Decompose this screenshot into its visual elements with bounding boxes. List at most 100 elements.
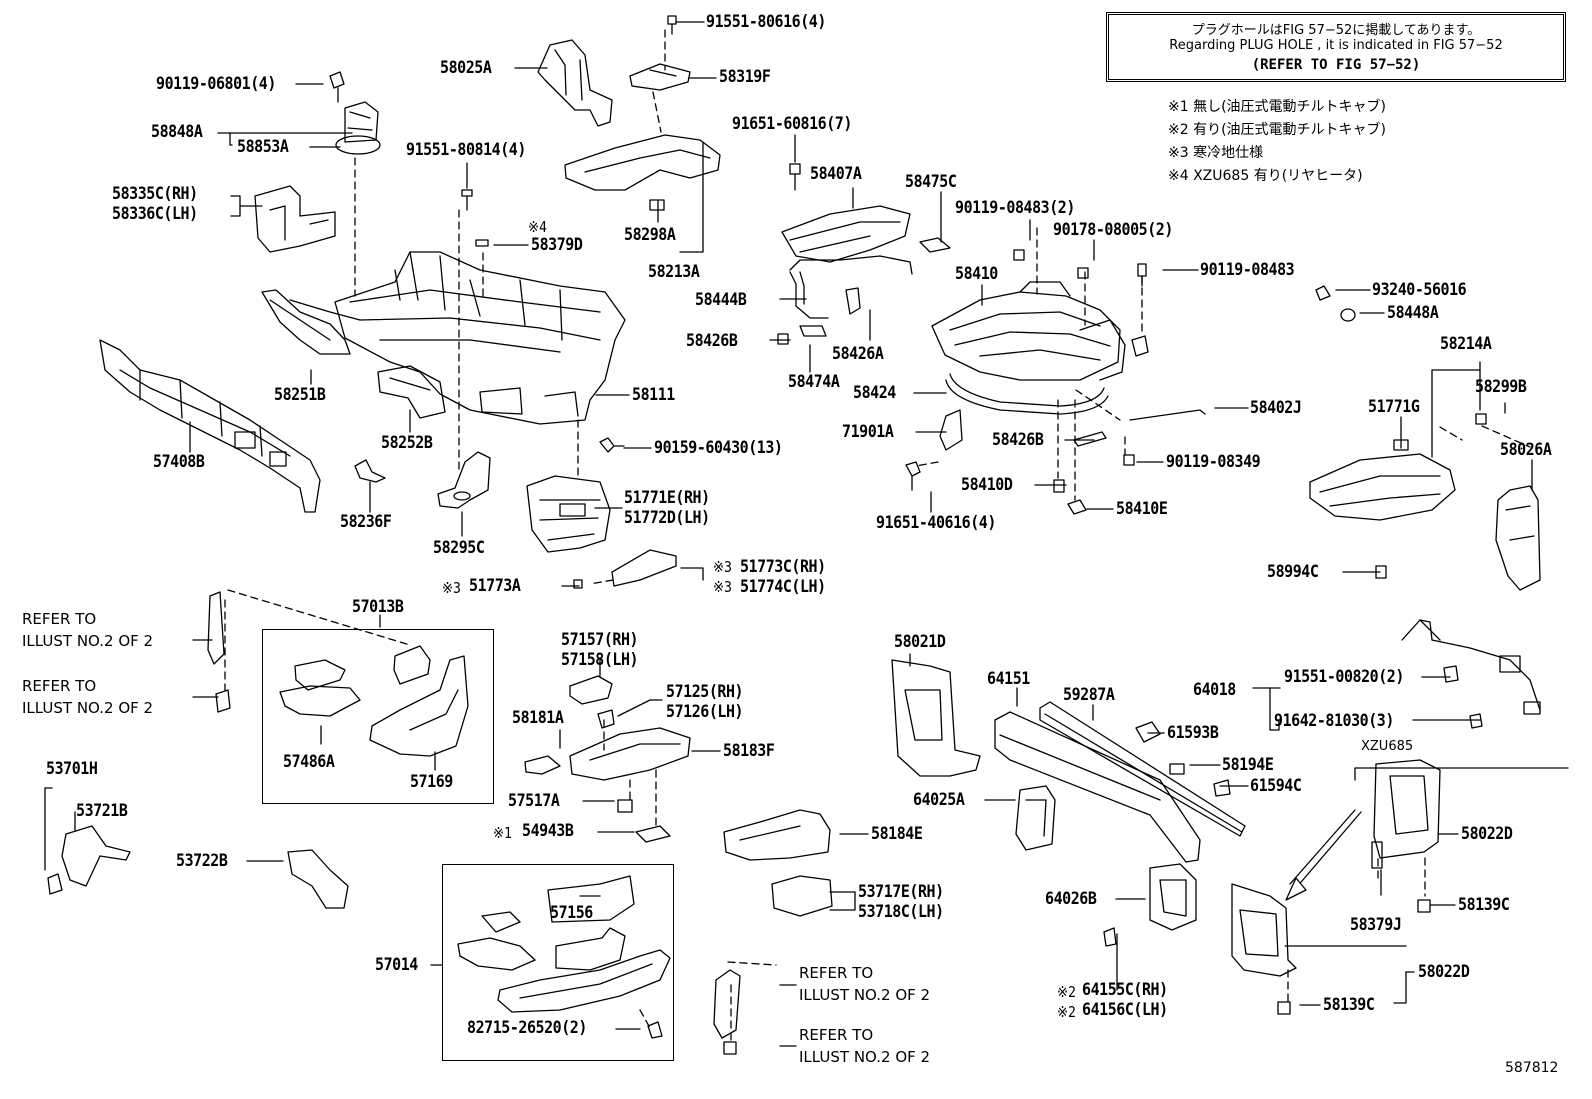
part-label[interactable]: 58295C (433, 538, 485, 558)
part-label[interactable]: 58424 (853, 383, 896, 403)
part-label[interactable]: 90119-06801(4) (156, 74, 276, 94)
part-label[interactable]: 58448A (1387, 303, 1439, 323)
part-label[interactable]: 53718C(LH) (858, 902, 944, 922)
note-box-line-1: プラグホールはFIG 57−52に掲載してあります。 (1191, 23, 1481, 38)
part-label[interactable]: 58475C (905, 172, 957, 192)
part-label[interactable]: 58379D (531, 235, 583, 255)
part-label[interactable]: 57125(RH) (666, 682, 744, 702)
part-label[interactable]: 58139C (1458, 895, 1510, 915)
part-label[interactable]: 90178-08005(2) (1053, 220, 1173, 240)
part-label[interactable]: 91651-40616(4) (876, 513, 996, 533)
part-label[interactable]: 57126(LH) (666, 702, 744, 722)
part-label[interactable]: 57486A (283, 752, 335, 772)
part-label[interactable]: 91642-81030(3) (1274, 711, 1394, 731)
part-label[interactable]: 51771E(RH) (624, 488, 710, 508)
part-label[interactable]: 58025A (440, 58, 492, 78)
part-label[interactable]: 61593B (1167, 723, 1219, 743)
part-label[interactable]: 57156 (550, 903, 593, 923)
part-label[interactable]: 58335C(RH) (112, 184, 198, 204)
footnote-marker: ※3 (442, 579, 462, 597)
part-label[interactable]: 58379J (1350, 915, 1402, 935)
part-label[interactable]: 64151 (987, 669, 1030, 689)
part-label[interactable]: 58994C (1267, 562, 1319, 582)
part-label[interactable]: 54943B (522, 821, 574, 841)
part-label[interactable]: 58402J (1250, 398, 1302, 418)
part-label[interactable]: 57517A (508, 791, 560, 811)
footnote-3: ※3 寒冷地仕様 (1168, 145, 1264, 161)
part-label[interactable]: 57158(LH) (561, 650, 639, 670)
part-label[interactable]: 58251B (274, 385, 326, 405)
part-label[interactable]: 58853A (237, 137, 289, 157)
part-label[interactable]: 58474A (788, 372, 840, 392)
footnote-marker: ※2 (1057, 983, 1077, 1001)
footnote-4: ※4 XZU685 有り(リヤヒータ) (1168, 168, 1363, 184)
part-label[interactable]: 58410D (961, 475, 1013, 495)
part-label[interactable]: 58848A (151, 122, 203, 142)
footnote-list: ※1 無し(油圧式電動チルトキャブ) ※2 有り(油圧式電動チルトキャブ) ※3… (1168, 96, 1386, 188)
part-label[interactable]: 58021D (894, 632, 946, 652)
part-label[interactable]: 58410E (1116, 499, 1168, 519)
part-label[interactable]: 57013B (352, 597, 404, 617)
part-label[interactable]: 58252B (381, 433, 433, 453)
part-label[interactable]: 57157(RH) (561, 630, 639, 650)
part-label[interactable]: 57169 (410, 772, 453, 792)
part-label[interactable]: 58410 (955, 264, 998, 284)
part-label[interactable]: 58022D (1418, 962, 1470, 982)
part-label[interactable]: 58184E (871, 824, 923, 844)
part-label[interactable]: 58022D (1461, 824, 1513, 844)
footnote-marker: ※3 (713, 578, 733, 596)
part-label[interactable]: 58181A (512, 708, 564, 728)
part-label[interactable]: 58426A (832, 344, 884, 364)
part-label[interactable]: 71901A (842, 422, 894, 442)
part-label[interactable]: 90119-08349 (1166, 452, 1261, 472)
part-label[interactable]: 58111 (632, 385, 675, 405)
part-label[interactable]: 58139C (1323, 995, 1375, 1015)
part-label[interactable]: 90119-08483(2) (955, 198, 1075, 218)
part-label[interactable]: 91551-80616(4) (706, 12, 826, 32)
part-label[interactable]: 58407A (810, 164, 862, 184)
part-label[interactable]: 53701H (46, 759, 98, 779)
part-label[interactable]: 82715-26520(2) (467, 1018, 587, 1038)
part-label[interactable]: 58426B (992, 430, 1044, 450)
part-label[interactable]: 58183F (723, 741, 775, 761)
part-label[interactable]: 61594C (1250, 776, 1302, 796)
part-label[interactable]: 64155C(RH) (1082, 980, 1168, 1000)
part-label[interactable]: 64025A (913, 790, 965, 810)
part-label[interactable]: 51771G (1368, 397, 1420, 417)
part-label[interactable]: 59287A (1063, 685, 1115, 705)
part-label[interactable]: 64026B (1045, 889, 1097, 909)
part-label[interactable]: 64156C(LH) (1082, 1000, 1168, 1020)
part-label[interactable]: 58026A (1500, 440, 1552, 460)
part-label[interactable]: 91551-80814(4) (406, 140, 526, 160)
part-label[interactable]: 57014 (375, 955, 418, 975)
variant-arrow (1285, 809, 1362, 901)
part-sketches (47, 15, 1541, 1055)
part-label[interactable]: 58319F (719, 67, 771, 87)
part-label[interactable]: 64018 (1193, 680, 1236, 700)
part-label[interactable]: 53717E(RH) (858, 882, 944, 902)
part-label[interactable]: 57408B (153, 452, 205, 472)
part-label[interactable]: 58444B (695, 290, 747, 310)
part-label[interactable]: 58194E (1222, 755, 1274, 775)
refer-note-left-1: REFER TO ILLUST NO.2 OF 2 (22, 608, 153, 652)
part-label[interactable]: 51772D(LH) (624, 508, 710, 528)
note-box-line-3: (REFER TO FIG 57−52) (1251, 57, 1421, 73)
part-label[interactable]: 53721B (76, 801, 128, 821)
part-label[interactable]: 90159-60430(13) (654, 438, 783, 458)
part-label[interactable]: 58236F (340, 512, 392, 532)
part-label[interactable]: 58299B (1475, 377, 1527, 397)
part-label[interactable]: 58213A (648, 262, 700, 282)
part-label[interactable]: 91551-00820(2) (1284, 667, 1404, 687)
part-label[interactable]: 58426B (686, 331, 738, 351)
part-label[interactable]: 51774C(LH) (740, 577, 826, 597)
part-label[interactable]: 53722B (176, 851, 228, 871)
part-label[interactable]: 51773C(RH) (740, 557, 826, 577)
part-label[interactable]: 58214A (1440, 334, 1492, 354)
group-box-57014 (442, 864, 674, 1061)
part-label[interactable]: 91651-60816(7) (732, 114, 852, 134)
part-label[interactable]: 93240-56016 (1372, 280, 1467, 300)
part-label[interactable]: 90119-08483 (1200, 260, 1295, 280)
part-label[interactable]: 58336C(LH) (112, 204, 198, 224)
part-label[interactable]: 51773A (469, 576, 521, 596)
part-label[interactable]: 58298A (624, 225, 676, 245)
